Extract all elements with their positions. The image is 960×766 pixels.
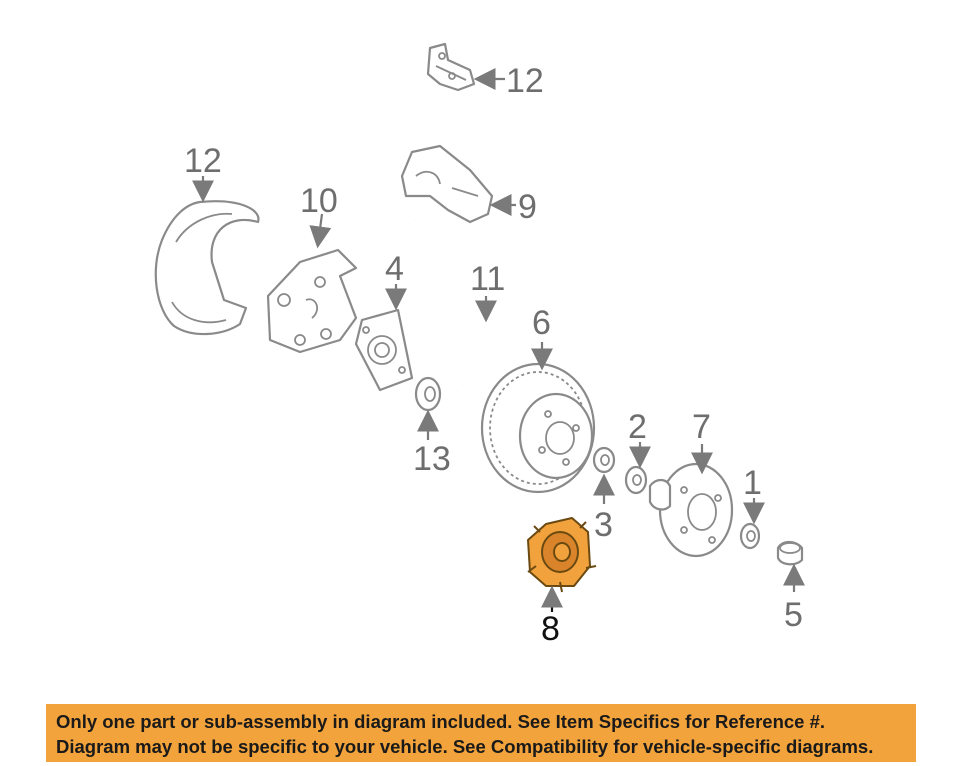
- callout-11: 11: [470, 260, 505, 298]
- part-10-adapter: [266, 248, 358, 354]
- callout-13: 13: [413, 440, 451, 478]
- callout-2: 2: [628, 408, 647, 446]
- callout-12-left: 12: [184, 142, 222, 180]
- part-5-cap: [776, 540, 804, 566]
- part-12-bracket: [426, 42, 476, 92]
- callout-6: 6: [532, 304, 551, 342]
- part-13-washer: [414, 376, 442, 412]
- callout-12-top: 12: [506, 62, 544, 100]
- callout-arrow-10: [309, 213, 332, 249]
- part-9-caliper: [400, 144, 494, 224]
- callout-1: 1: [743, 464, 762, 502]
- part-7-hub: [648, 462, 734, 558]
- notice-line-2: Diagram may not be specific to your vehi…: [56, 736, 874, 757]
- notice-banner: Only one part or sub-assembly in diagram…: [46, 704, 916, 762]
- part-11-hose: [413, 218, 508, 386]
- callout-7: 7: [692, 408, 711, 446]
- callout-5: 5: [784, 596, 803, 634]
- part-8-hub-assembly-highlighted: [527, 517, 597, 593]
- callout-3: 3: [594, 506, 613, 544]
- callout-10: 10: [300, 182, 338, 220]
- part-2-bearing: [624, 465, 648, 495]
- part-12-shield: [154, 200, 260, 336]
- part-1-nut: [739, 522, 761, 550]
- callout-4: 4: [385, 250, 404, 288]
- callout-8: 8: [541, 610, 560, 648]
- parts-diagram: 12 12 10 4 9 11: [154, 42, 805, 648]
- part-4-plate: [354, 308, 414, 392]
- callout-9: 9: [518, 188, 537, 226]
- notice-line-1: Only one part or sub-assembly in diagram…: [56, 711, 826, 732]
- part-3-seal: [592, 446, 616, 474]
- part-6-rotor: [480, 362, 596, 494]
